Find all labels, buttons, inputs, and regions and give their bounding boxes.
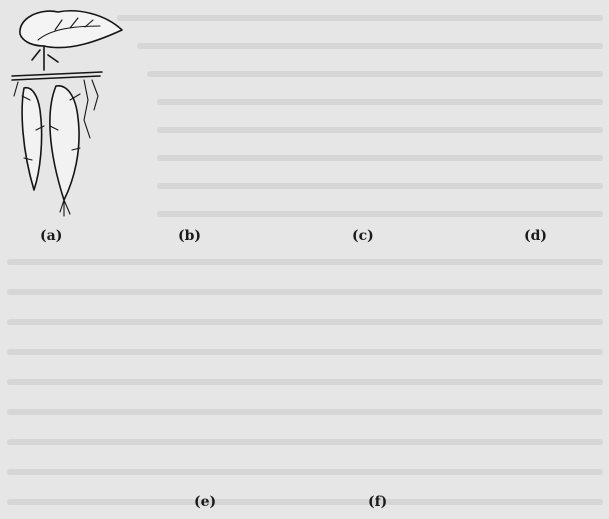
panel-a-drawing	[12, 11, 122, 216]
panel-label-e: (e)	[194, 494, 216, 510]
panel-label-c: (c)	[352, 228, 374, 244]
panel-label-b: (b)	[178, 228, 201, 244]
panel-label-a: (a)	[40, 228, 62, 244]
panel-label-f: (f)	[368, 494, 387, 510]
panel-label-d: (d)	[524, 228, 547, 244]
